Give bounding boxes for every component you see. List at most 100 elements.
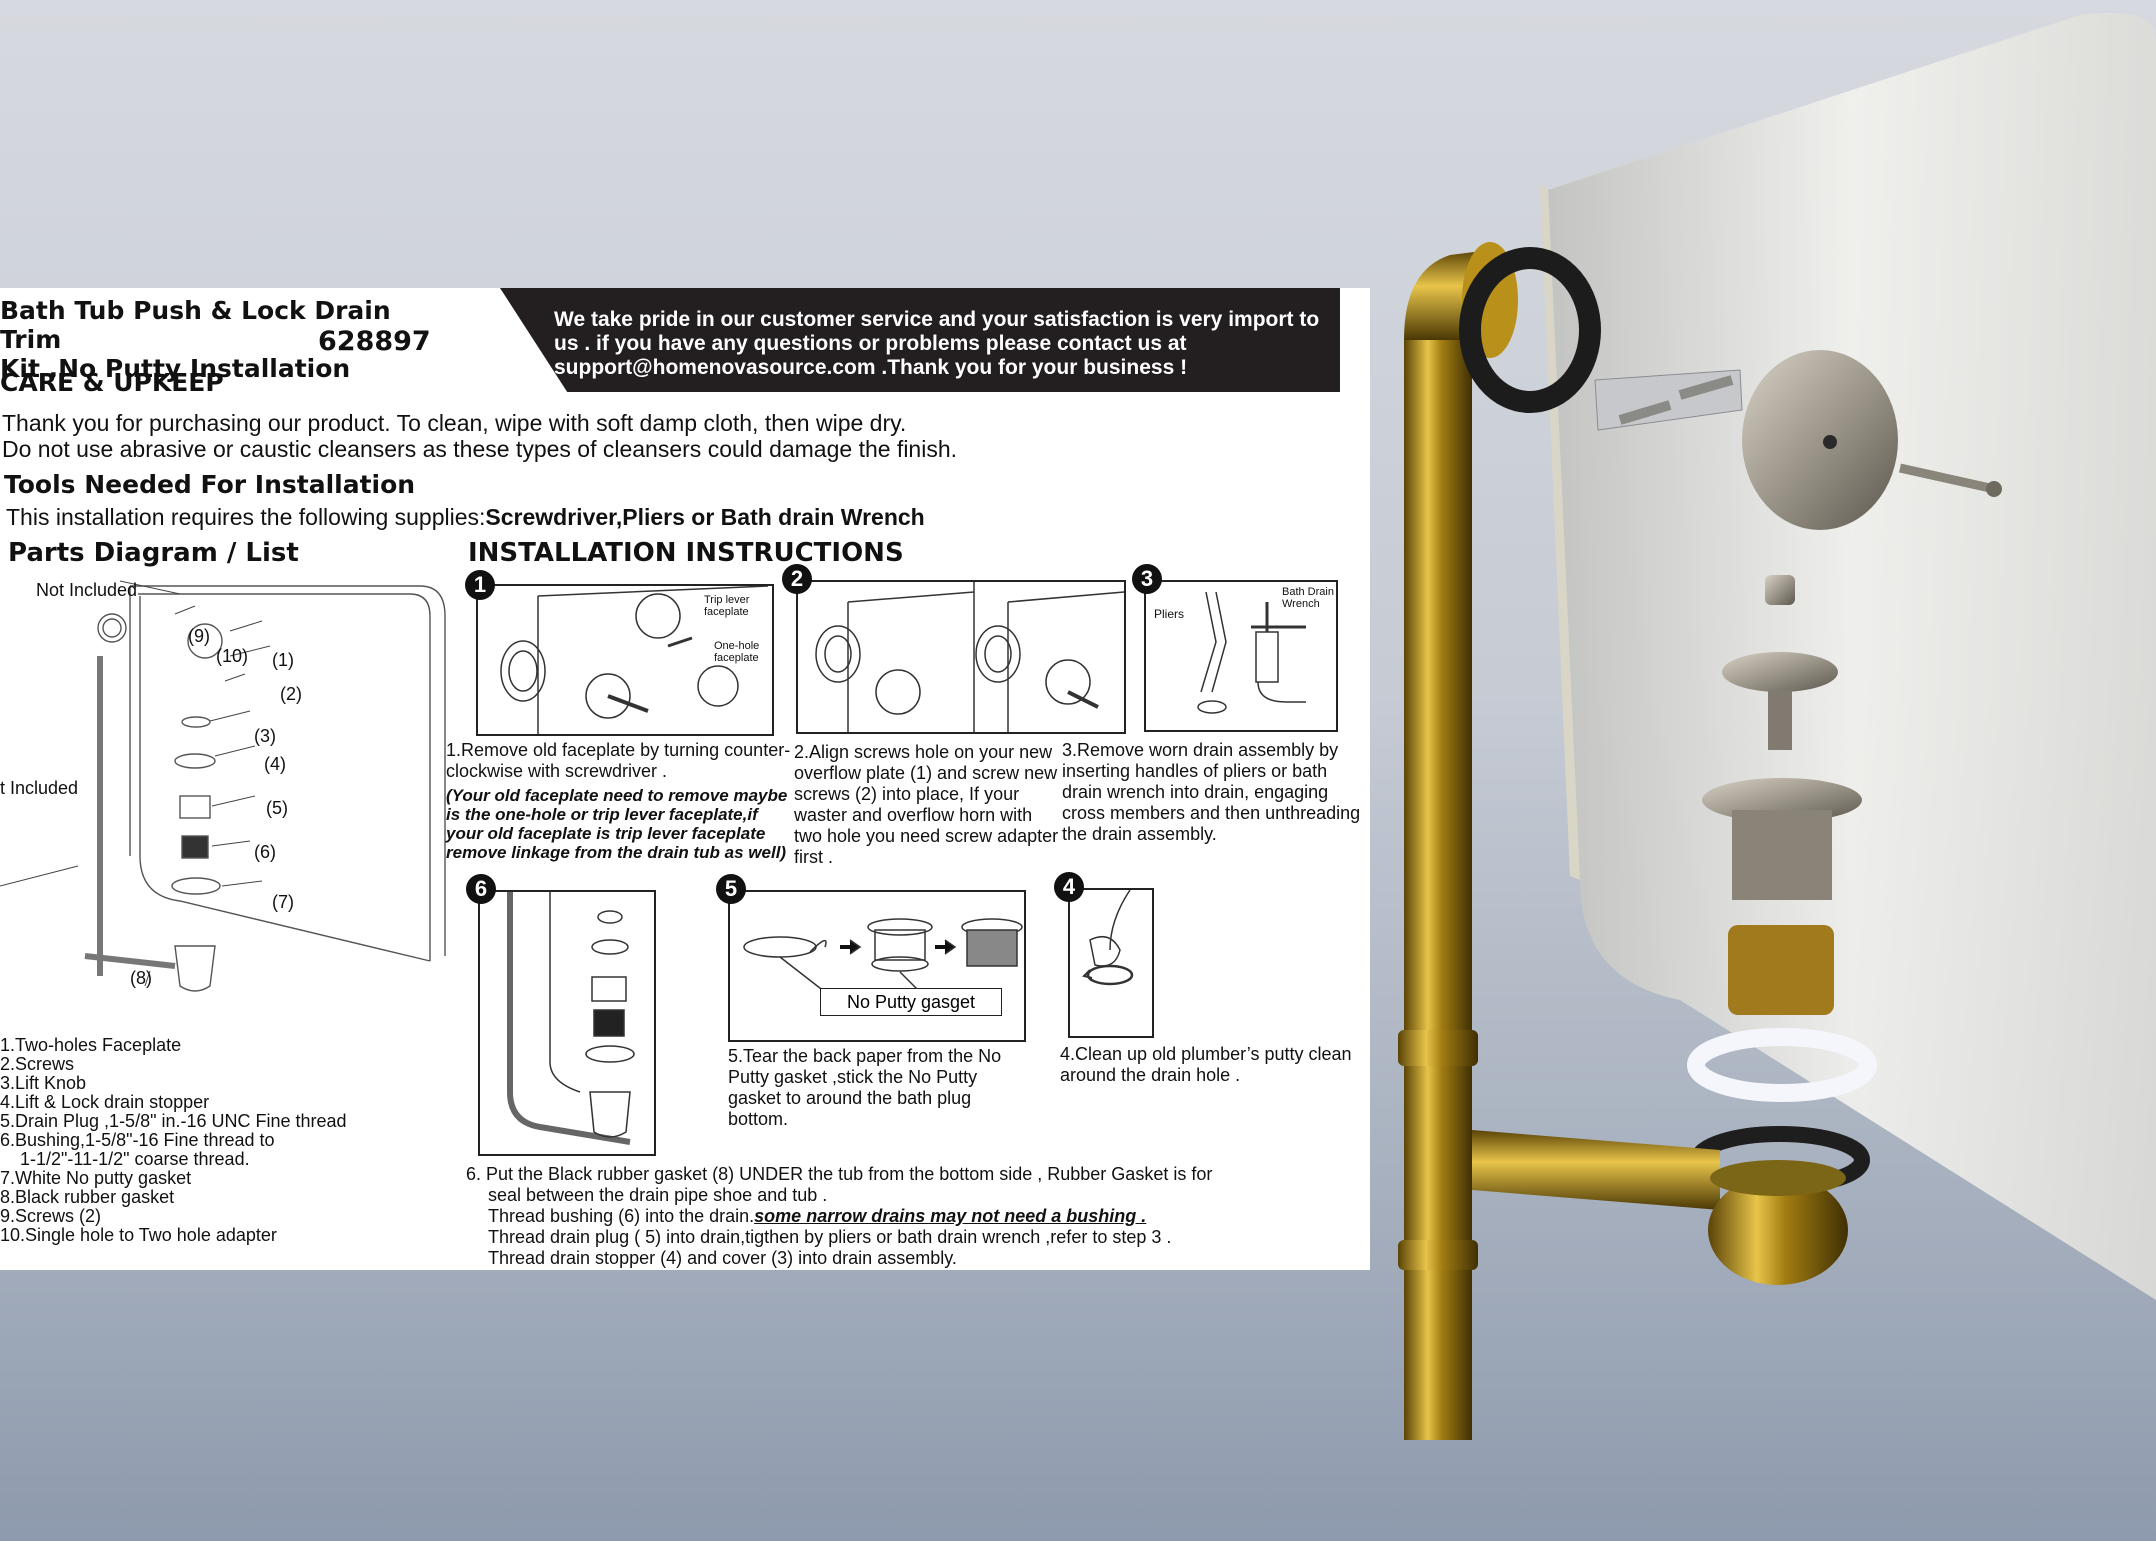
callout-7: (7): [272, 892, 294, 912]
screw: [1678, 375, 1734, 400]
parts-heading: Parts Diagram / List: [8, 538, 299, 568]
callout-8: (8): [130, 968, 152, 988]
tools-items: Screwdriver,Pliers or Bath drain Wrench: [485, 504, 925, 530]
callout-4: (4): [264, 754, 286, 774]
step-6-line-4: Thread drain plug ( 5) into drain,tigthe…: [488, 1227, 1172, 1247]
bushing: [1728, 925, 1834, 1015]
callout-1: (1): [272, 650, 294, 670]
step-6-bushing: Thread bushing (6) into the drain.: [488, 1206, 755, 1226]
callout-3: (3): [254, 726, 276, 746]
not-included-label-2: t Included: [0, 778, 79, 798]
step-6-text: 6. Put the Black rubber gasket (8) UNDER…: [466, 1164, 1356, 1269]
drain-shoe-top: [1710, 1160, 1846, 1196]
callout-5: (5): [266, 798, 288, 818]
drain-plug-body: [1732, 810, 1832, 900]
step-badge-1: 1: [465, 570, 495, 600]
step-6-line-5: Thread drain stopper (4) and cover (3) i…: [488, 1248, 957, 1268]
parts-list-item: 2.Screws: [0, 1054, 75, 1074]
callout-2: (2): [280, 684, 302, 704]
support-banner: We take pride in our customer service an…: [500, 288, 1340, 392]
step-badge-3: 3: [1132, 564, 1162, 594]
faceplate-screw: [1899, 463, 1991, 493]
step-5-figure: No Putty gasget: [728, 890, 1026, 1042]
step-1-note: (Your old faceplate need to remove maybe…: [446, 786, 788, 862]
care-line-2: Do not use abrasive or caustic cleansers…: [2, 436, 958, 462]
step-2-figure: [796, 580, 1126, 734]
step-4-text: 4.Clean up old plumber’s putty clean aro…: [1060, 1044, 1352, 1085]
drain-assembly-render: [1398, 12, 2156, 1541]
care-heading: CARE & UPKEEP: [0, 368, 224, 397]
step-badge-6: 6: [466, 874, 496, 904]
step-badge-2: 2: [782, 564, 812, 594]
tub-edge: [1540, 185, 1580, 880]
fig5-label-gasket: No Putty gasget: [820, 988, 1002, 1016]
lift-knob: [1765, 575, 1795, 605]
parts-list-item: 5.Drain Plug ,1-5/8" in.-16 UNC Fine thr…: [0, 1111, 347, 1131]
step-6-bushing-note: some narrow drains may not need a bushin…: [754, 1206, 1147, 1226]
callout-6: (6): [254, 842, 276, 862]
step-badge-5: 5: [716, 874, 746, 904]
parts-list-item: 10.Single hole to Two hole adapter: [0, 1225, 277, 1245]
overflow-gasket: [1459, 247, 1601, 413]
step-6-line-3: Thread bushing (6) into the drain.some n…: [466, 1206, 1356, 1227]
tools-lead: This installation requires the following…: [6, 504, 486, 530]
step-6-line-2: seal between the drain pipe shoe and tub…: [488, 1185, 828, 1205]
step-6-line-1: 6. Put the Black rubber gasket (8) UNDER…: [466, 1164, 1213, 1184]
tools-line: This installation requires the following…: [6, 504, 925, 531]
not-included-label-1: Not Included: [36, 580, 138, 600]
fig1-label-trip-lever: Trip lever faceplate: [704, 594, 750, 618]
callout-10: (10): [216, 646, 249, 666]
step-3-text: 3.Remove worn drain assembly by insertin…: [1062, 740, 1361, 844]
parts-list-item: 1.Two-holes Faceplate: [0, 1035, 182, 1055]
step-6-illustration: [507, 892, 635, 1145]
step-6-figure: [478, 890, 656, 1156]
faceplate-hole: [1823, 435, 1837, 449]
step-2-text: 2.Align screws hole on your new overflow…: [794, 742, 1059, 867]
drain-arm: [1472, 1130, 1720, 1210]
step-4-illustration: [1082, 889, 1134, 986]
parts-list-item: 7.White No putty gasket: [0, 1168, 192, 1188]
support-banner-text: We take pride in our customer service an…: [554, 308, 1320, 379]
overflow-pipe: [1404, 340, 1472, 1440]
step-1-illustration: [500, 585, 769, 734]
stopper-stem: [1768, 690, 1792, 750]
tub-wall: [1548, 12, 2156, 1541]
model-number: 628897: [318, 326, 431, 357]
step-3-illustration: [1197, 591, 1306, 714]
screw-head: [1986, 481, 2002, 497]
step-1-instruction: 1.Remove old faceplate by turning counte…: [446, 740, 791, 781]
instruction-sheet: Bath Tub Push & Lock Drain Trim Kit ,No …: [0, 288, 1370, 1270]
care-line-1: Thank you for purchasing our product. To…: [2, 410, 907, 436]
step-5-text: 5.Tear the back paper from the No Putty …: [728, 1046, 1002, 1129]
tools-heading: Tools Needed For Installation: [4, 470, 416, 499]
parts-list-item: 8.Black rubber gasket: [0, 1187, 175, 1207]
title-line-2: Kit ,No Putty Installation: [0, 354, 351, 383]
parts-list-item: 6.Bushing,1-5/8"-16 Fine thread to: [0, 1130, 275, 1150]
fig3-label-pliers: Pliers: [1154, 607, 1185, 621]
step-4-figure: [1068, 888, 1154, 1038]
step-5-illustration: [743, 918, 1023, 993]
product-title: Bath Tub Push & Lock Drain Trim Kit ,No …: [0, 296, 440, 383]
parts-list-item: 4.Lift & Lock drain stopper: [0, 1092, 210, 1112]
step-badge-4: 4: [1054, 872, 1084, 902]
parts-list-item: 1-1/2"-11-1/2" coarse thread.: [0, 1149, 250, 1169]
drain-shoe: [1708, 1175, 1848, 1285]
drain-stopper: [1722, 652, 1838, 692]
step-3-figure: Pliers Bath Drain Wrench: [1144, 580, 1338, 732]
fig3-label-wrench: Bath Drain Wrench: [1282, 586, 1334, 610]
title-line-1: Bath Tub Push & Lock Drain Trim: [0, 296, 391, 354]
parts-list: 1.Two-holes Faceplate 2.Screws 3.Lift Kn…: [0, 1036, 347, 1245]
no-putty-gasket: [1687, 1028, 1877, 1102]
pipe-coupling: [1398, 1240, 1478, 1270]
callout-9: (9): [188, 626, 210, 646]
overflow-faceplate: [1742, 350, 1898, 530]
step-1-text: 1.Remove old faceplate by turning counte…: [446, 740, 798, 862]
parts-list-item: 9.Screws (2): [0, 1206, 102, 1226]
install-heading: INSTALLATION INSTRUCTIONS: [468, 538, 904, 568]
screw: [1618, 400, 1672, 425]
parts-list-item: 3.Lift Knob: [0, 1073, 87, 1093]
pipe-coupling: [1398, 1030, 1478, 1066]
fig1-label-one-hole: One-hole faceplate: [714, 640, 760, 664]
step-2-illustration: [815, 582, 1125, 732]
step-1-figure: Trip lever faceplate One-hole faceplate: [476, 584, 774, 736]
